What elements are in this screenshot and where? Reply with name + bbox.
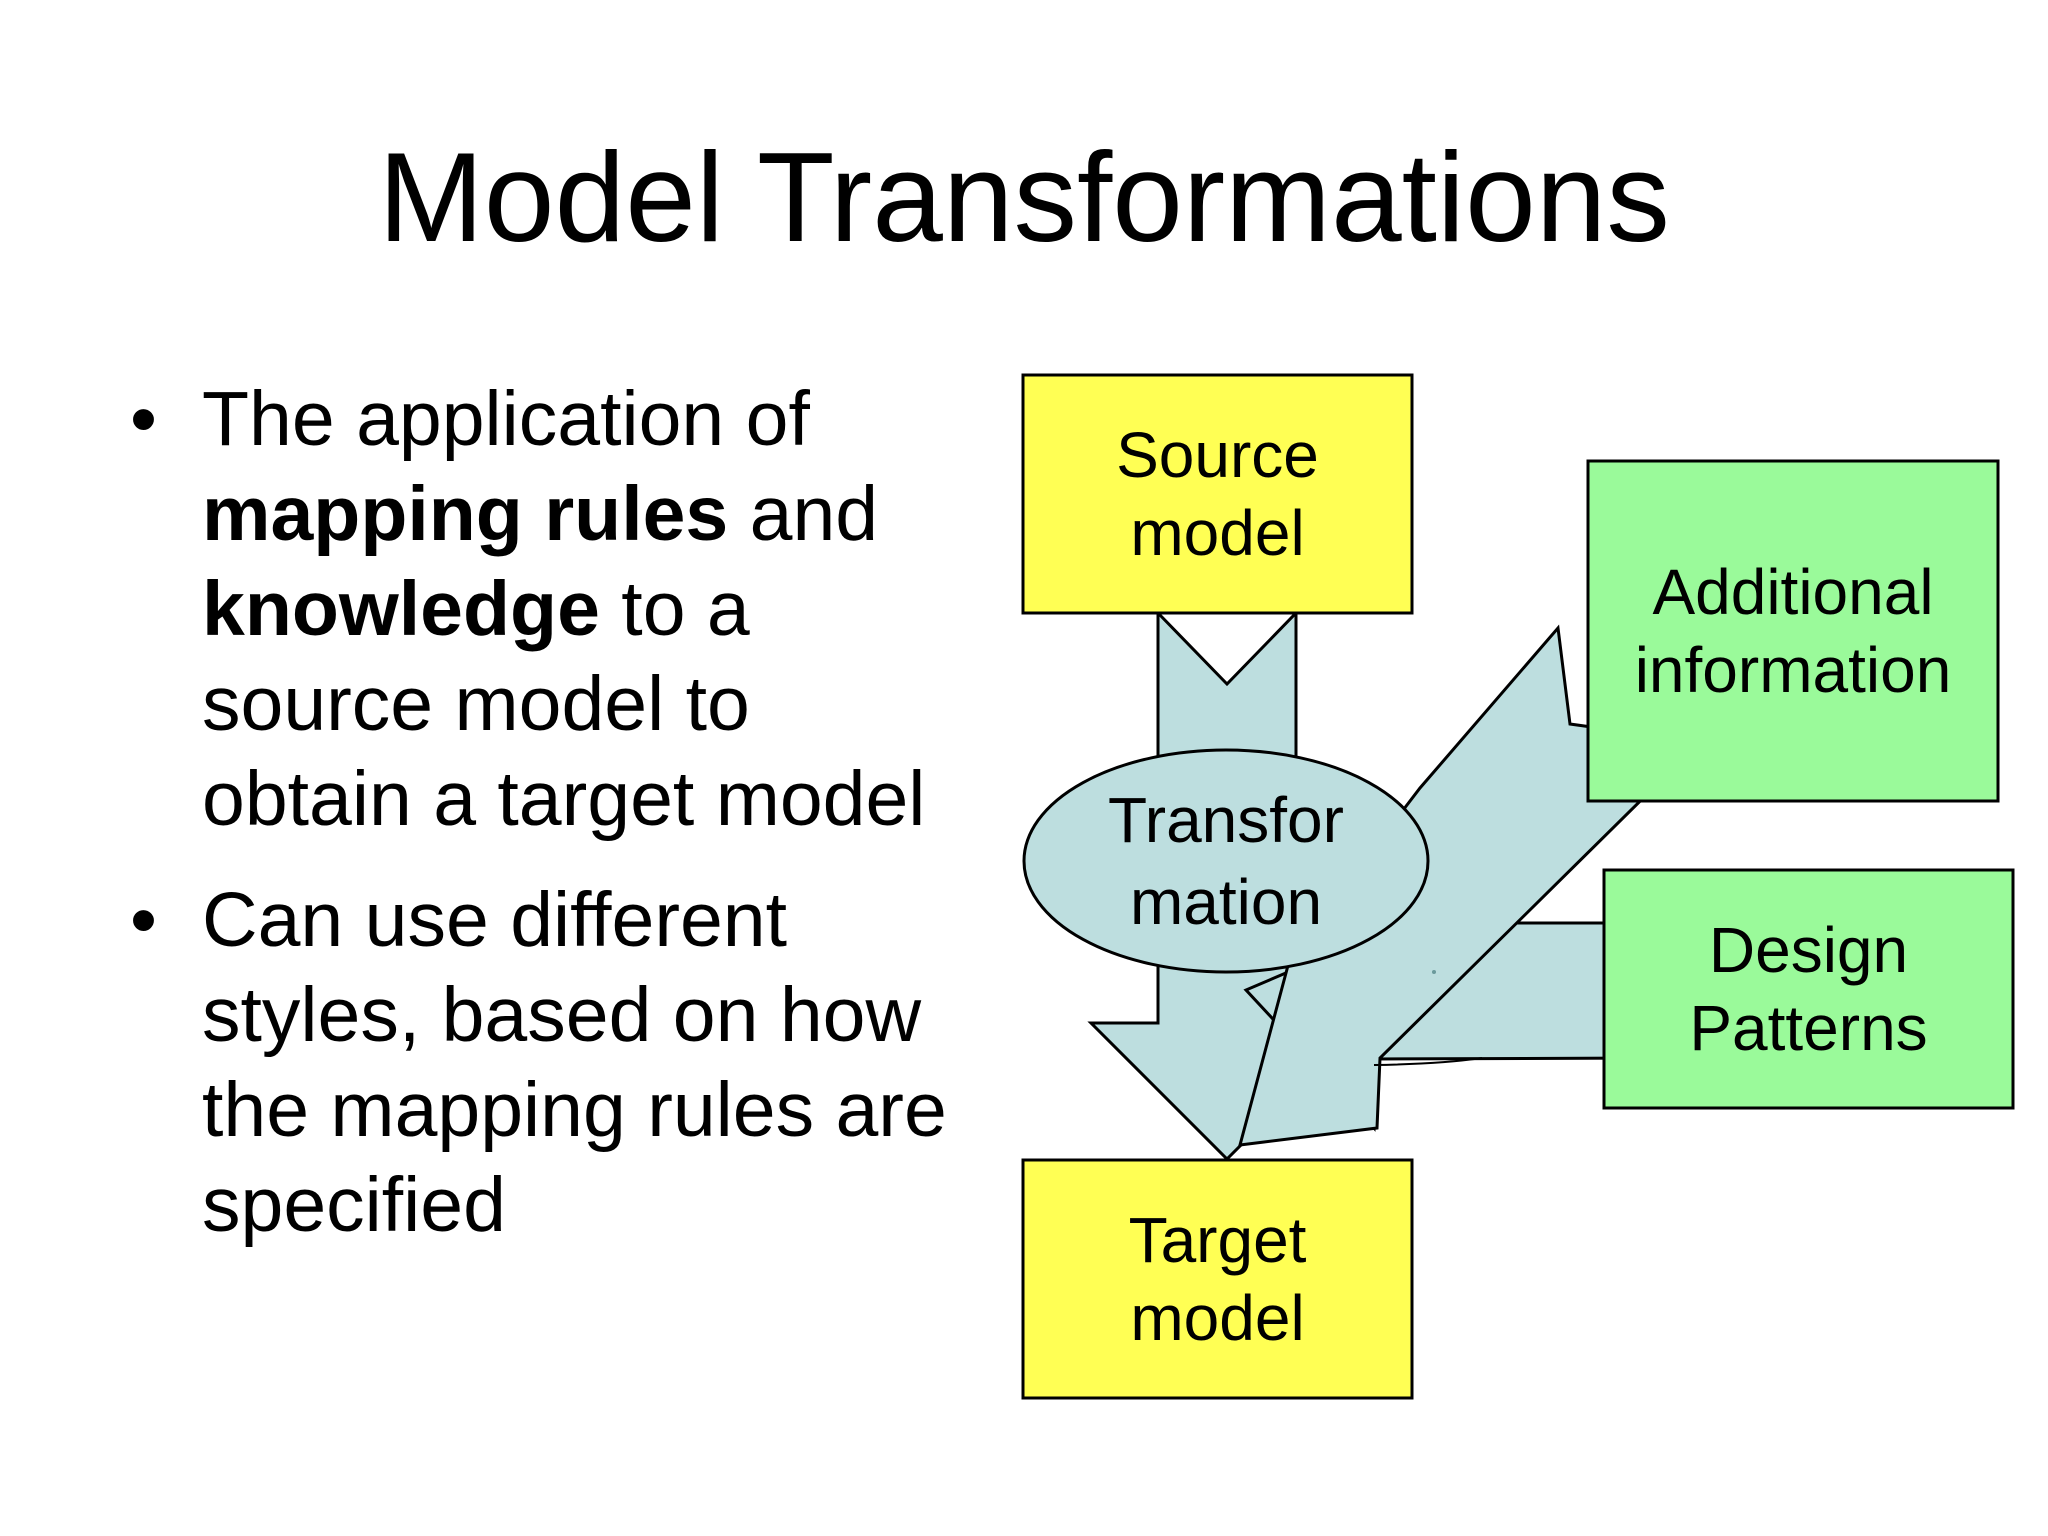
target-model-label-line2: model: [1130, 1282, 1305, 1354]
bullet-1-line-4: source model to: [202, 657, 925, 752]
bullet-dot: •: [130, 376, 157, 462]
bullet-text: The application of: [202, 376, 810, 462]
source-model-label-line2: model: [1130, 497, 1305, 569]
bullet-text: source model to: [202, 661, 750, 747]
design-patterns-box: [1602, 868, 2015, 1110]
bullet-text-bold: knowledge: [202, 566, 600, 652]
transformation-ellipse: [1022, 748, 1430, 974]
transformation-label-line2: mation: [1129, 866, 1323, 938]
slide-title: Model Transformations: [378, 126, 1670, 268]
bullet-1-line-3: knowledge to a: [202, 562, 925, 657]
additional-information-label-line1: Additional: [1652, 556, 1934, 628]
bullet-text: styles, based on how: [202, 972, 922, 1058]
bullet-1-line-1: The application of: [202, 372, 925, 467]
target-model-label: Target model: [1023, 1160, 1412, 1398]
bullet-text: obtain a target model: [202, 756, 926, 842]
transformation-label: Transfor mation: [1024, 750, 1428, 972]
design-patterns-label-line2: Patterns: [1689, 992, 1928, 1064]
bullet-2-line-4: specified: [202, 1158, 947, 1253]
bullet-text: and: [728, 471, 879, 557]
source-model-label: Source model: [1023, 375, 1412, 613]
bullet-2-line-2: styles, based on how: [202, 968, 947, 1063]
arrow-edge-detail-line: [1373, 1057, 1483, 1066]
bullet-item-2: • Can use different styles, based on how…: [130, 873, 947, 1253]
design-patterns-label: Design Patterns: [1604, 870, 2013, 1108]
bullet-text: specified: [202, 1162, 506, 1248]
target-model-box: [1021, 1158, 1414, 1400]
bullet-2-line-1: Can use different: [202, 873, 947, 968]
bullet-1-line-5: obtain a target model: [202, 752, 925, 847]
bullet-text: to a: [599, 566, 750, 652]
bullet-text: Can use different: [202, 877, 788, 963]
artifact-dot: [1432, 970, 1436, 974]
bullet-text-bold: mapping rules: [202, 471, 729, 557]
source-model-box: [1021, 373, 1414, 615]
bullet-1-line-2: mapping rules and: [202, 467, 925, 562]
bullet-item-1: • The application of mapping rules and k…: [130, 372, 925, 847]
bullet-2-line-3: the mapping rules are: [202, 1063, 947, 1158]
bullet-dot: •: [130, 877, 157, 963]
bullet-text: the mapping rules are: [202, 1067, 947, 1153]
target-model-label-line1: Target: [1128, 1204, 1307, 1276]
additional-information-box: [1586, 459, 2000, 803]
source-model-label-line1: Source: [1116, 419, 1319, 491]
additional-information-label-line2: information: [1634, 634, 1952, 706]
design-patterns-label-line1: Design: [1708, 914, 1909, 986]
additional-information-label: Additional information: [1588, 461, 1998, 801]
bullet-1-lines: The application of mapping rules and kno…: [130, 372, 925, 847]
bullet-2-lines: Can use different styles, based on how t…: [130, 873, 947, 1253]
transformation-label-line1: Transfor: [1108, 784, 1344, 856]
